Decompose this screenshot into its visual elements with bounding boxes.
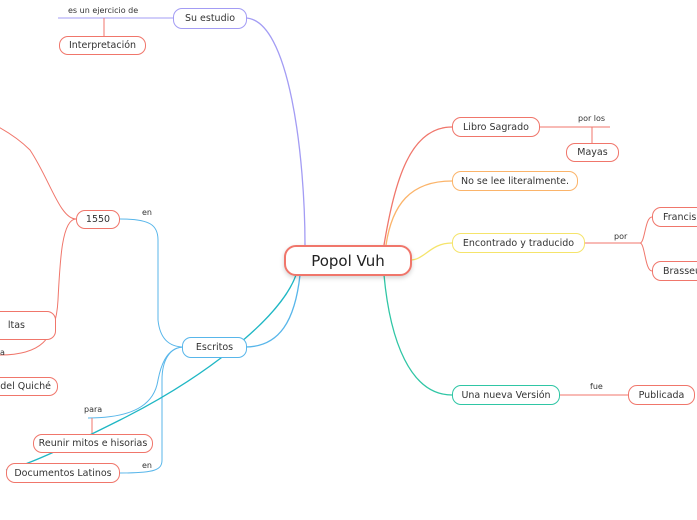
partial-label-a: a [0, 348, 5, 357]
topic-partial-quiche-label: del Quiché [0, 381, 51, 392]
topic-interpretacion-label: Interpretación [68, 40, 137, 51]
topic-brasseur-label: Brasseu [663, 265, 697, 277]
topic-partial-altas-label: ltas [7, 320, 25, 331]
topic-partial-quiche[interactable]: del Quiché [0, 377, 58, 396]
topic-francisco[interactable]: Francis [652, 207, 697, 227]
topic-mayas-label: Mayas [577, 147, 608, 158]
link-label-fue: fue [590, 382, 603, 391]
topic-reunir-mitos-label: Reunir mitos e hisorias [38, 438, 148, 449]
link-label-para: para [84, 405, 103, 414]
topic-nueva-version-label: Una nueva Versión [461, 389, 551, 401]
link-label-en-top: en [142, 208, 152, 217]
topic-publicada-label: Publicada [638, 389, 685, 401]
root-topic-label: Popol Vuh [311, 251, 385, 270]
root-topic[interactable]: Popol Vuh [284, 245, 412, 276]
topic-escritos[interactable]: Escritos [182, 337, 247, 358]
link-label-por-los: por los [578, 114, 606, 123]
topic-nueva-version[interactable]: Una nueva Versión [452, 385, 560, 405]
topic-reunir-mitos[interactable]: Reunir mitos e hisorias [33, 434, 153, 453]
topic-publicada[interactable]: Publicada [628, 385, 695, 405]
topic-no-se-lee-label: No se lee literalmente. [460, 175, 570, 187]
topic-su-estudio-label: Su estudio [184, 13, 236, 24]
topic-documentos-latinos[interactable]: Documentos Latinos [6, 463, 120, 483]
topic-1550-label: 1550 [85, 214, 111, 225]
link-label-en-bottom: en [142, 461, 152, 470]
topic-libro-sagrado-label: Libro Sagrado [463, 121, 529, 133]
topic-libro-sagrado[interactable]: Libro Sagrado [452, 117, 540, 137]
link-label-por: por [614, 232, 628, 241]
topic-escritos-label: Escritos [195, 342, 234, 353]
topic-encontrado-label: Encontrado y traducido [462, 237, 575, 249]
topic-mayas[interactable]: Mayas [566, 143, 619, 162]
topic-1550[interactable]: 1550 [76, 210, 120, 229]
topic-partial-altas[interactable]: ltas [0, 311, 56, 340]
topic-su-estudio[interactable]: Su estudio [173, 8, 247, 29]
topic-documentos-latinos-label: Documentos Latinos [14, 467, 112, 479]
topic-encontrado[interactable]: Encontrado y traducido [452, 233, 585, 253]
topic-no-se-lee[interactable]: No se lee literalmente. [452, 171, 578, 191]
topic-brasseur[interactable]: Brasseu [652, 261, 697, 281]
topic-francisco-label: Francis [663, 211, 697, 223]
link-label-es-un: es un ejercicio de [68, 6, 139, 15]
topic-interpretacion[interactable]: Interpretación [59, 36, 146, 55]
